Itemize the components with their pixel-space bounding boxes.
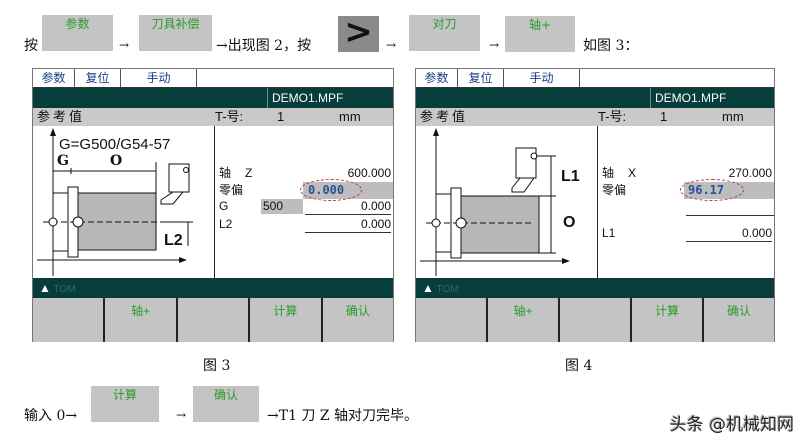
tab-reset[interactable]: 复位: [458, 69, 504, 87]
status-text: TOM: [436, 284, 459, 295]
status-text: TOM: [53, 284, 76, 295]
press-text: 按: [24, 38, 38, 54]
softkey-bar: 轴+ 计算 确认: [33, 298, 393, 342]
figure-3-panel: 参数 复位 手动 DEMO1.MPF 参考值 T-号: 1 mm: [32, 68, 394, 342]
header-title: 参考值: [420, 109, 469, 124]
header-title: 参考值: [37, 109, 86, 124]
softkey-3[interactable]: [175, 298, 248, 342]
t-number-label: T-号:: [598, 109, 627, 124]
softkey-confirm[interactable]: 确认: [320, 298, 393, 342]
arrow: →: [119, 38, 130, 52]
tab-bar: 参数 复位 手动: [416, 69, 774, 88]
program-filename: DEMO1.MPF: [650, 88, 726, 108]
header-bar: 参考值 T-号: 1 mm: [33, 108, 393, 126]
tab-params[interactable]: 参数: [416, 69, 458, 87]
arrow: →: [386, 38, 397, 52]
title-bar: DEMO1.MPF: [416, 88, 774, 108]
offset-label: 零偏: [602, 183, 627, 197]
arrow: →: [489, 38, 500, 52]
offset-label: 零偏: [219, 183, 244, 197]
key-confirm[interactable]: 确认: [193, 386, 259, 422]
label-o: O: [110, 153, 123, 169]
tab-reset[interactable]: 复位: [75, 69, 121, 87]
axis-position-value: 600.000: [347, 166, 391, 180]
status-bar: ▲ TOM: [416, 278, 774, 298]
key-params[interactable]: 参数: [42, 15, 113, 51]
title-bar: DEMO1.MPF: [33, 88, 393, 108]
axis-label: 轴: [219, 166, 232, 180]
tool-diagram: G=G500/G54-57 G O L2: [33, 126, 214, 278]
key-calculate[interactable]: 计算: [91, 386, 159, 422]
tab-params[interactable]: 参数: [33, 69, 75, 87]
watermark: 头条 @机械知网: [669, 415, 794, 435]
arrow: →: [176, 408, 187, 422]
highlight-oval: [300, 179, 362, 201]
t-number-label: T-号:: [215, 109, 244, 124]
figure-4-panel: 参数 复位 手动 DEMO1.MPF 参考值 T-号: 1 mm: [415, 68, 775, 342]
appears-fig2-text: →出现图 2，按: [216, 38, 312, 54]
unit-label: mm: [722, 109, 744, 124]
as-fig3-text: 如图 3：: [583, 38, 639, 54]
header-bar: 参考值 T-号: 1 mm: [416, 108, 774, 126]
axis-label: 轴: [602, 166, 615, 180]
softkey-axis-plus[interactable]: 轴+: [103, 298, 175, 342]
triangle-up-icon[interactable]: ▲: [422, 281, 434, 295]
formula-label: G=G500/G54-57: [59, 136, 171, 153]
tab-manual[interactable]: 手动: [504, 69, 580, 87]
softkey-bar: 轴+ 计算 确认: [416, 298, 774, 342]
tab-manual[interactable]: 手动: [121, 69, 197, 87]
g-select[interactable]: 500: [261, 199, 303, 214]
softkey-calculate[interactable]: 计算: [630, 298, 702, 342]
softkey-axis-plus[interactable]: 轴+: [486, 298, 558, 342]
key-tool-offset[interactable]: 刀具补偿: [139, 15, 212, 51]
softkey-3[interactable]: [558, 298, 630, 342]
g-select-value: 500: [263, 199, 284, 213]
axis-position-value: 270.000: [728, 166, 772, 180]
label-l2: L2: [164, 232, 183, 249]
l2-field[interactable]: 0.000: [305, 216, 391, 233]
label-l1: L1: [561, 168, 580, 185]
program-filename: DEMO1.MPF: [267, 88, 343, 108]
softkey-calculate[interactable]: 计算: [248, 298, 320, 342]
g-label: G: [219, 199, 229, 213]
content-area: G=G500/G54-57 G O L2 轴 Z 600.000 零偏 0.00…: [33, 126, 393, 278]
tool-diagram-icon: [420, 128, 570, 276]
triangle-up-icon[interactable]: ▲: [39, 281, 51, 295]
g-offset-field[interactable]: 0.000: [305, 198, 391, 215]
softkey-1[interactable]: [416, 298, 486, 342]
figure-3-caption: 图 3: [203, 358, 231, 374]
unit-label: mm: [339, 109, 361, 124]
l1-field[interactable]: 0.000: [686, 225, 772, 242]
l2-label: L2: [219, 217, 233, 231]
status-bar: ▲ TOM: [33, 278, 393, 298]
softkey-confirm[interactable]: 确认: [702, 298, 774, 342]
highlight-oval: [680, 179, 744, 201]
l1-label: L1: [602, 226, 616, 240]
divider: [597, 126, 598, 278]
content-area: L1 O 轴 X 270.000 零偏 96.17 L1 0.000: [416, 126, 774, 278]
softkey-1[interactable]: [33, 298, 103, 342]
key-next[interactable]: >: [338, 15, 379, 52]
separator: [686, 215, 774, 216]
t-number-value: 1: [660, 109, 668, 124]
axis-name: X: [628, 166, 637, 180]
tool-diagram-icon: [37, 128, 193, 276]
axis-name: Z: [245, 166, 253, 180]
figure-4-caption: 图 4: [565, 358, 593, 374]
divider: [214, 126, 215, 278]
tab-bar: 参数 复位 手动: [33, 69, 393, 88]
done-text: →T1 刀 Z 轴对刀完毕。: [267, 408, 419, 424]
t-number-value: 1: [277, 109, 285, 124]
label-o: O: [563, 214, 576, 231]
key-axis-plus[interactable]: 轴+: [505, 16, 575, 52]
key-touch-off[interactable]: 对刀: [409, 15, 480, 51]
input-zero-text: 输入 0→: [24, 408, 78, 424]
label-g: G: [57, 153, 69, 169]
tool-diagram: L1 O: [416, 126, 597, 278]
